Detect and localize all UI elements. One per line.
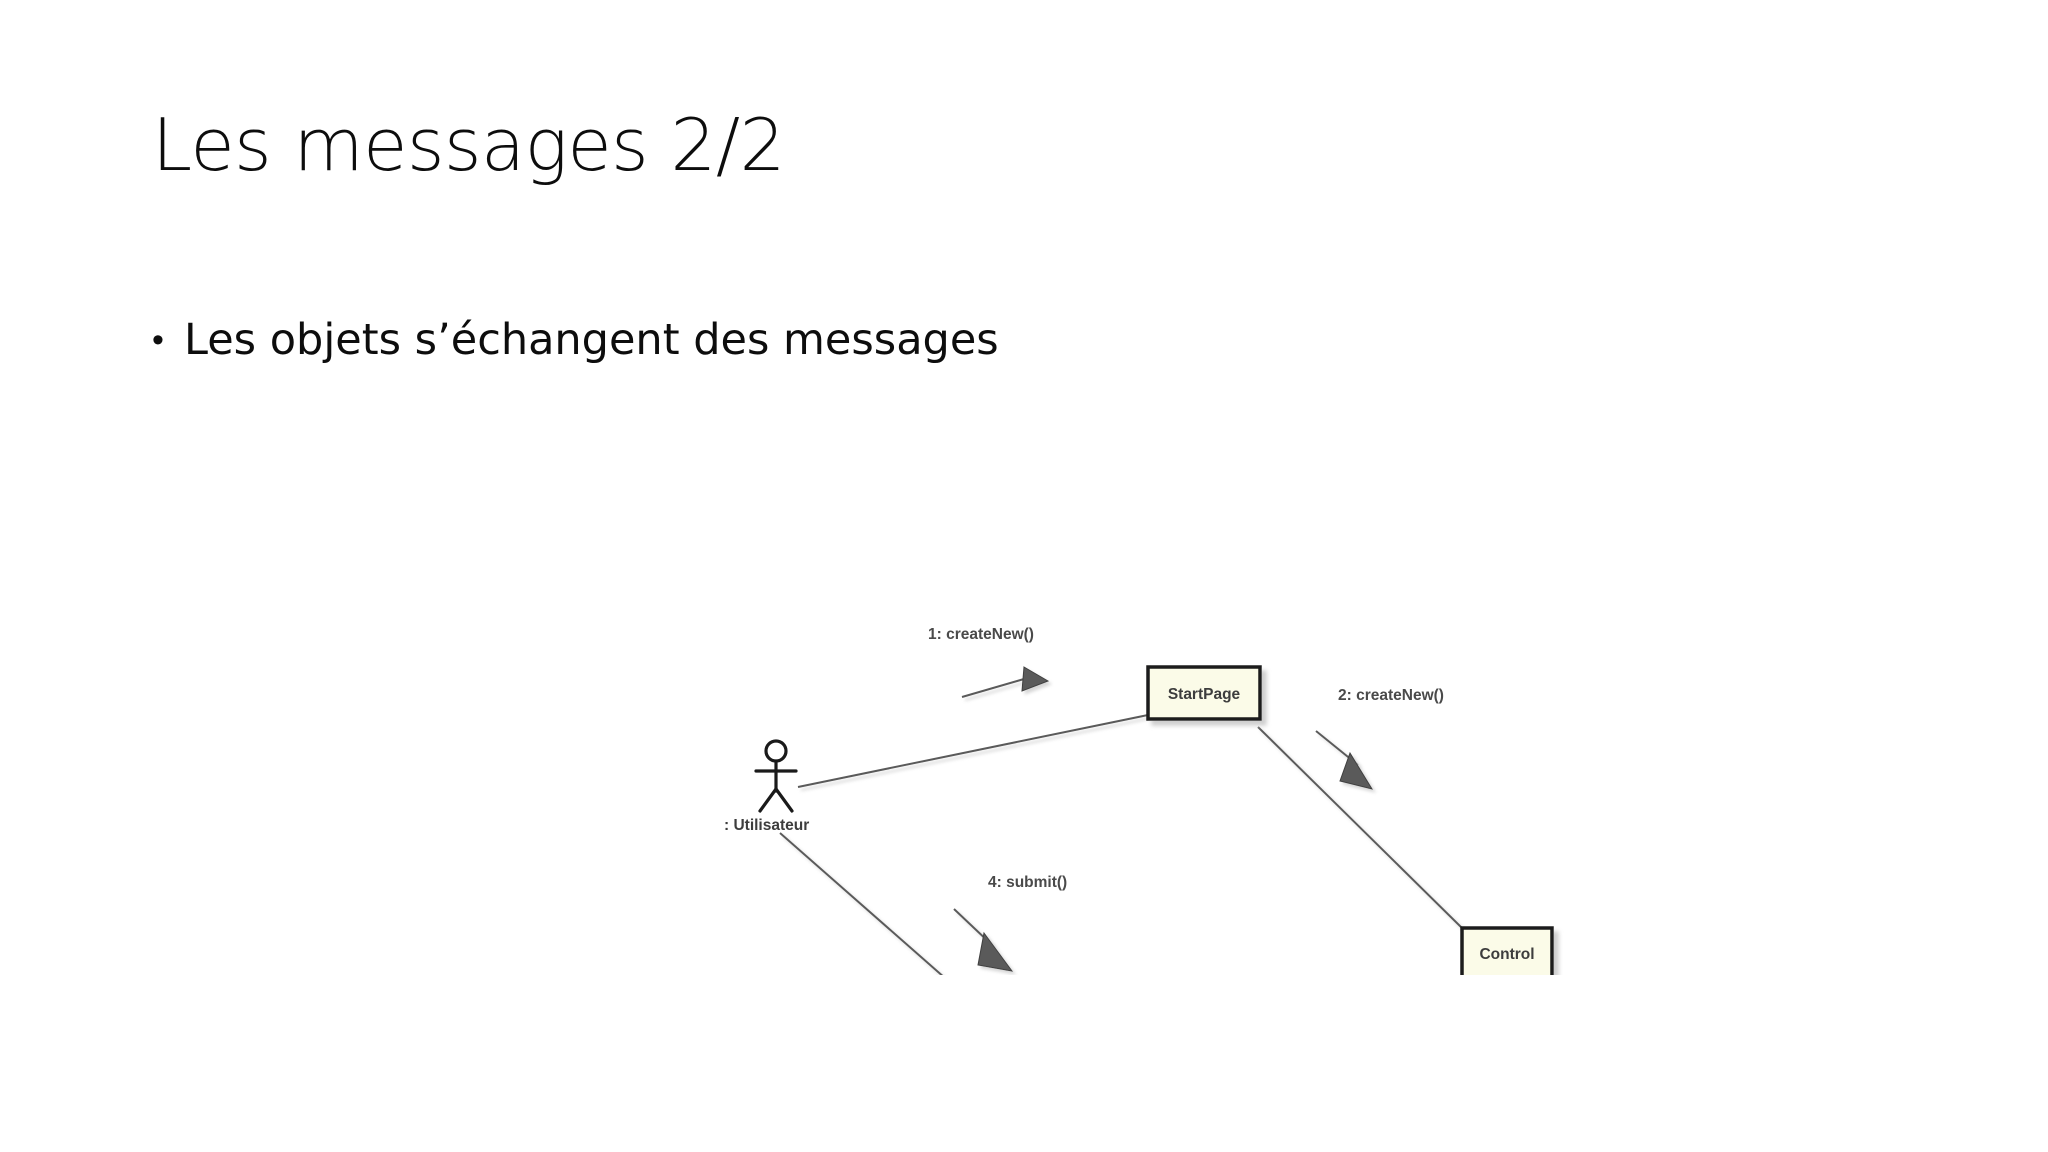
uml-collaboration-diagram: 1: createNew() 2: createNew() 3: create(… (690, 575, 1590, 975)
bullet-list: • Les objets s’échangent des messages (150, 312, 1650, 368)
list-item: • Les objets s’échangent des messages (150, 312, 1650, 368)
stick-figure-actor-icon (754, 739, 798, 813)
message-2-label: 2: createNew() (1338, 687, 1444, 704)
actor-label: : Utilisateur (724, 817, 809, 834)
startpage-label: StartPage (1168, 686, 1241, 703)
link-utilisateur-newclientpage (779, 832, 944, 975)
message-2-createnew: 2: createNew() (1315, 687, 1444, 790)
page-title: Les messages 2/2 (152, 103, 785, 187)
message-4-submit: 4: submit() (953, 874, 1067, 972)
bullet-text: Les objets s’échangent des messages (184, 315, 999, 365)
message-4-label: 4: submit() (988, 874, 1067, 891)
bullet-marker-icon: • (152, 321, 164, 359)
message-1-createnew: 1: createNew() (928, 626, 1050, 698)
uml-node-startpage[interactable]: StartPage (1146, 665, 1262, 721)
link-startpage-control (1257, 726, 1463, 929)
uml-node-control[interactable]: Control (1460, 926, 1554, 975)
link-utilisateur-startpage (797, 714, 1149, 788)
control-label: Control (1479, 946, 1534, 963)
startpage-box[interactable] (1146, 665, 1262, 721)
actor-utilisateur: : Utilisateur (724, 739, 809, 834)
message-1-label: 1: createNew() (928, 626, 1034, 643)
control-box[interactable] (1460, 926, 1554, 975)
